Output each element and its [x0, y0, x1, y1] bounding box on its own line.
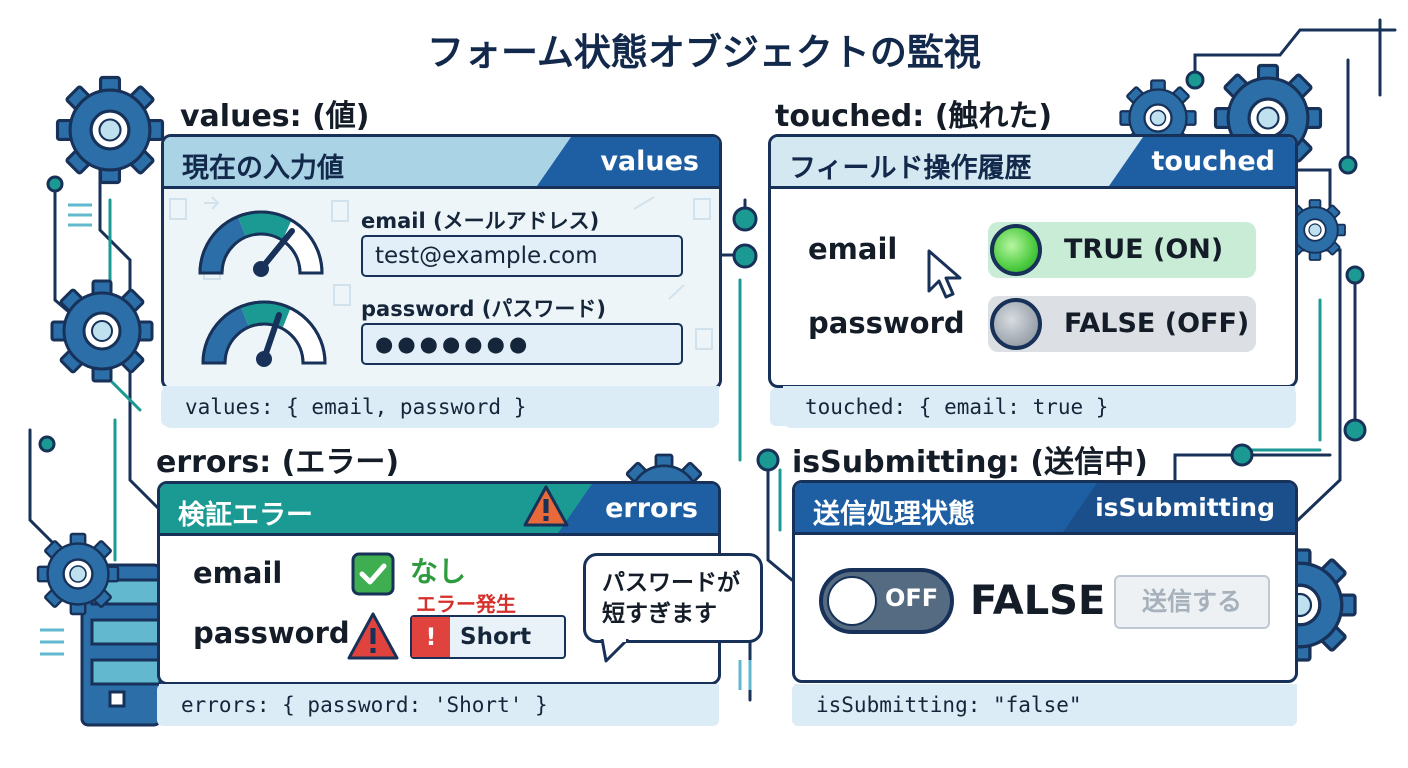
error-caption: エラー発生	[416, 592, 516, 616]
values-header-title: 現在の入力値	[182, 153, 344, 184]
submitting-section-label: isSubmitting: (送信中)	[792, 445, 1148, 480]
values-header-tag: values	[537, 137, 719, 186]
errors-email-label: email	[193, 556, 283, 590]
submit-button[interactable]: 送信する	[1114, 575, 1270, 629]
gauge-icon	[201, 300, 327, 367]
submitting-code: isSubmitting: "false"	[794, 684, 1297, 726]
error-speech-bubble: パスワードが 短すぎます	[583, 553, 763, 643]
touched-section-label: touched: (触れた)	[775, 99, 1053, 134]
email-input[interactable]: test@example.com	[361, 235, 683, 277]
warning-icon	[347, 612, 399, 660]
email-field-label: email (メールアドレス)	[361, 209, 600, 233]
values-section-label: values: (値)	[180, 99, 370, 134]
faint-icons-pattern	[169, 196, 713, 350]
touched-email-label: email	[808, 232, 898, 266]
led-off-icon	[990, 298, 1042, 350]
errors-email-status: なし	[410, 555, 467, 588]
errors-panel-header: 検証エラー errors	[160, 484, 718, 536]
error-value: Short	[460, 624, 532, 650]
touched-header-title: フィールド操作履歴	[789, 153, 1032, 184]
check-icon	[351, 552, 395, 596]
errors-section-label: errors: (エラー)	[156, 445, 400, 480]
warning-icon	[523, 485, 569, 527]
toggle-knob	[827, 576, 877, 626]
submitting-state: FALSE	[970, 578, 1106, 624]
errors-header-tag: errors	[558, 484, 718, 533]
submitting-panel-header: 送信処理状態 isSubmitting	[795, 483, 1295, 535]
submitting-header-tag: isSubmitting	[1063, 483, 1295, 532]
bubble-line-2: 短すぎます	[602, 601, 717, 627]
errors-code: errors: { password: 'Short' }	[159, 684, 719, 726]
toggle-label: OFF	[885, 584, 939, 612]
bubble-line-1: パスワードが	[602, 570, 740, 596]
touched-panel-header: フィールド操作履歴 touched	[771, 137, 1295, 189]
gauge-icon	[198, 210, 324, 277]
error-marker: !	[412, 617, 450, 657]
password-field-label: password (パスワード)	[361, 297, 606, 321]
led-on-icon	[990, 224, 1042, 276]
submitting-header-title: 送信処理状態	[813, 499, 975, 530]
errors-header-title: 検証エラー	[178, 500, 313, 531]
toggle-off-icon[interactable]: OFF	[819, 568, 954, 634]
page-title: フォーム状態オブジェクトの監視	[427, 31, 981, 74]
cursor-icon	[927, 249, 962, 299]
touched-password-label: password	[808, 306, 965, 340]
touched-header-tag: touched	[1109, 137, 1295, 186]
errors-password-label: password	[193, 616, 350, 650]
password-input[interactable]: ●●●●●●●	[361, 323, 683, 365]
values-code: values: { email, password }	[163, 386, 719, 428]
bubble-tail	[600, 639, 630, 663]
error-value-tag: ! Short	[410, 615, 566, 659]
values-panel-header: 現在の入力値 values	[164, 137, 719, 189]
touched-code: touched: { email: true }	[783, 386, 1295, 428]
